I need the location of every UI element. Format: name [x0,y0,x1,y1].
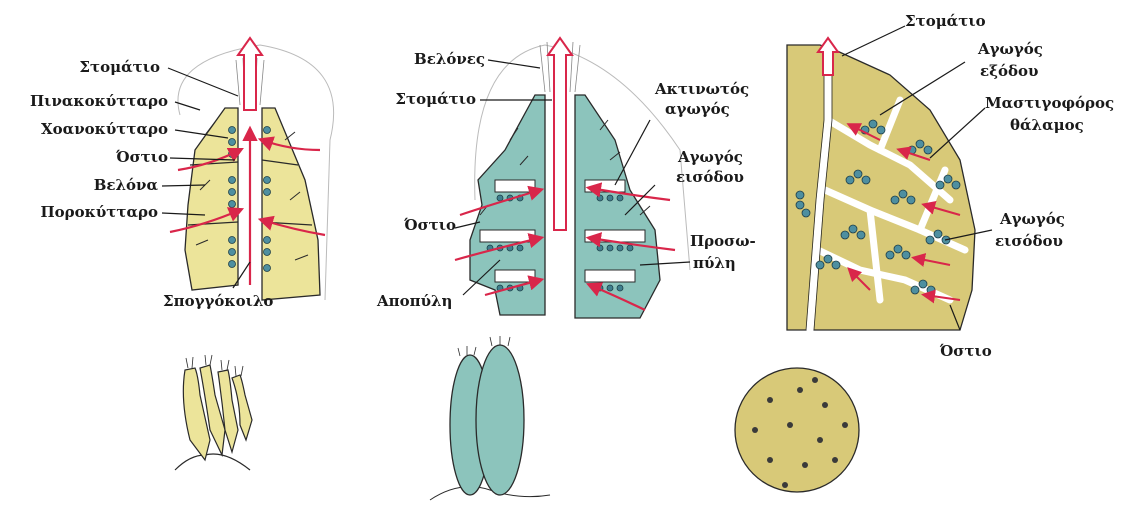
sycon-ostium-label: Όστιο [403,216,456,234]
leucon-excurrent-canal-label-1: Αγωγός [977,40,1043,58]
sycon-apopyle-label: Αποπύλη [376,292,452,310]
leucon-flagellated-chamber-label-2: θάλαμος [1010,116,1084,134]
leucon-incurrent-canal-label-2: εισόδου [995,232,1063,250]
sycon-panel: Βελόνες Στομάτιο Ακτινωτός αγωγός Αγωγός… [376,38,756,318]
leucon-incurrent-canal-label-1: Αγωγός [999,210,1065,228]
sycon-radial-canal-label-1: Ακτινωτός [654,80,749,98]
ascon-pinacocyte-label: Πινακοκύτταρο [30,92,168,110]
ascon-choanocyte-label: Χοανοκύτταρο [41,120,168,138]
sycon-specimen-illustration [430,336,550,500]
leucon-panel: Στομάτιο Αγωγός εξόδου Μαστιγοφόρος θάλα… [787,12,1114,360]
leucon-ostium-label: Όστιο [939,342,992,360]
ascon-ostium-label: Όστιο [115,148,168,166]
leucon-flagellated-chamber-label-1: Μαστιγοφόρος [985,94,1114,112]
ascon-spicule-label: Βελόνα [94,176,159,194]
ascon-outflow-arrow [238,38,262,110]
leucon-osculum-label: Στομάτιο [905,12,986,30]
ascon-spongocoel-label: Σπογγόκοιλο [163,292,273,310]
leucon-excurrent-canal-label-2: εξόδου [980,62,1038,80]
sycon-incurrent-canal-label-1: Αγωγός [677,148,743,166]
ascon-porocyte-label: Ποροκύτταρο [40,203,158,221]
sycon-spicules-label: Βελόνες [414,50,485,68]
sycon-prosopyle-label-2: πύλη [693,254,736,272]
sycon-incurrent-canal-label-2: εισόδου [676,168,744,186]
ascon-right-wall [262,108,320,300]
ascon-specimen-illustration [175,355,252,470]
ascon-osculum-label: Στομάτιο [79,58,160,76]
sycon-prosopyle-label-1: Προσω- [690,232,756,250]
leucon-specimen-illustration [735,368,859,492]
sycon-right-body [575,95,660,318]
ascon-panel: Στομάτιο Πινακοκύτταρο Χοανοκύτταρο Όστι… [30,38,334,310]
sycon-radial-canal-label-2: αγωγός [665,100,730,118]
sycon-outflow-arrow [548,38,572,230]
sycon-osculum-label: Στομάτιο [395,90,476,108]
